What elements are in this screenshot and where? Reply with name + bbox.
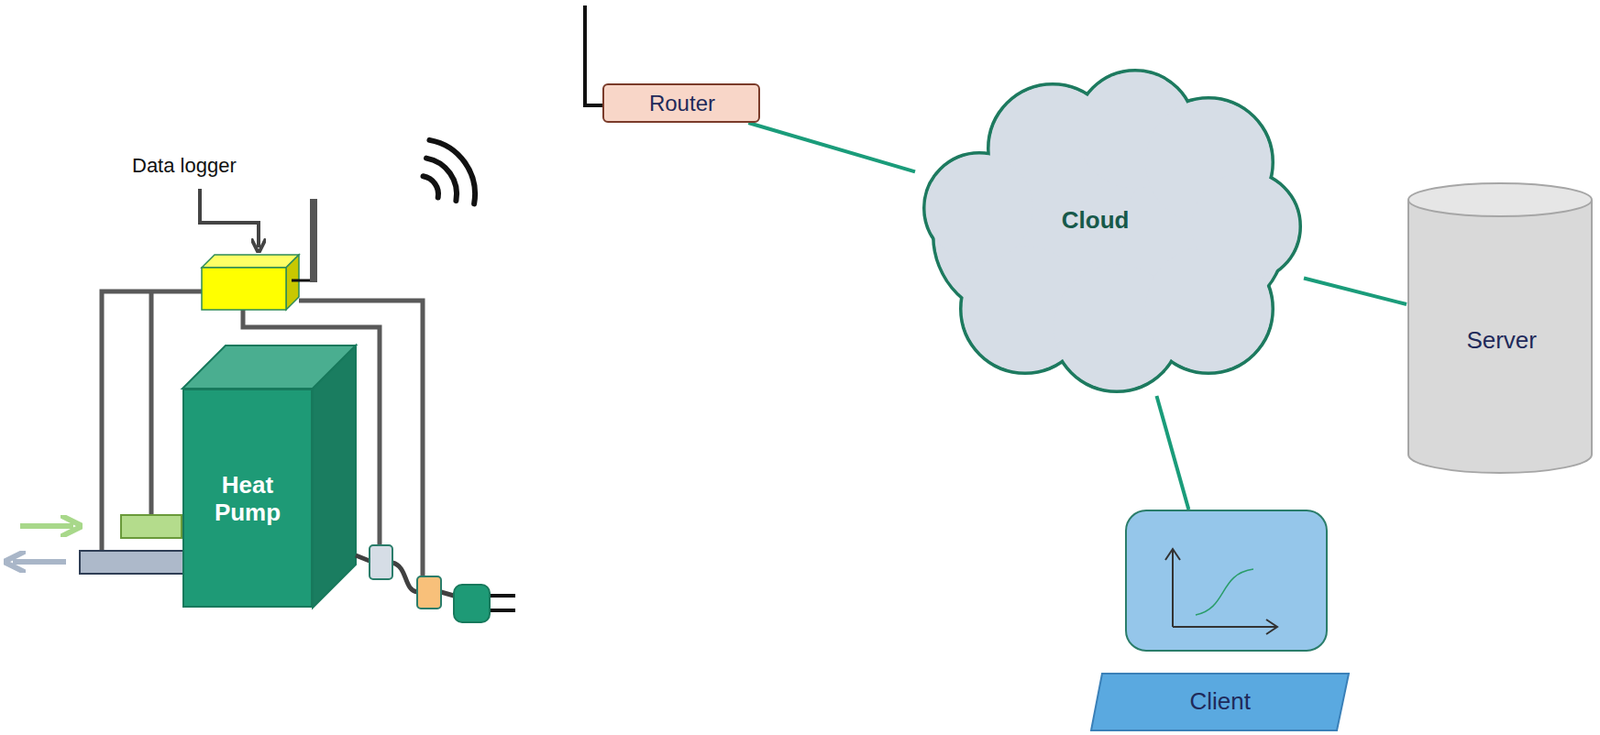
heat-pump-side: [312, 345, 356, 608]
node-label: Client: [1189, 688, 1252, 717]
flow-out-arrow: [12, 559, 67, 565]
network-link: [1156, 396, 1189, 510]
logger-antenna: [309, 198, 318, 283]
wireless-symbol: [423, 140, 476, 205]
cloud-fill: [1191, 173, 1300, 281]
current-sensor: [369, 545, 393, 580]
cylinder-top: [1408, 183, 1592, 217]
router-antenna: [584, 5, 603, 106]
pipe: [79, 551, 184, 574]
client-computer: Client: [1090, 509, 1350, 732]
logger-side: [286, 254, 299, 310]
plug-prong: [487, 608, 516, 613]
cylinder-body: [1408, 199, 1592, 474]
logger-top: [201, 254, 299, 268]
flow-in-arrow: [20, 523, 74, 530]
node-label: Router: [648, 90, 717, 117]
node-label: Server: [1466, 327, 1538, 355]
part-label: Data logger: [132, 154, 237, 178]
energy-meter: [417, 576, 442, 609]
cloud-fill: [926, 154, 1034, 263]
node-label: Cloud: [1060, 207, 1130, 235]
heat-pump-box: Heat Pump: [182, 388, 313, 608]
network-link: [748, 122, 916, 172]
node-label: Heat Pump: [196, 472, 299, 528]
temperature-sensor: [121, 515, 182, 539]
router-box: Router: [602, 83, 761, 123]
network-link: [1303, 277, 1407, 305]
chart-curve: [1195, 569, 1254, 616]
keyboard: [1091, 673, 1349, 731]
monitor: [1125, 510, 1327, 652]
data-logger-box: [201, 267, 287, 310]
power-plug: [453, 584, 490, 623]
plug-prong: [487, 594, 516, 598]
server-cylinder: Server: [1406, 181, 1594, 475]
cloud-shape: Cloud: [915, 61, 1304, 397]
chart-axes: [1165, 549, 1278, 635]
leader-arrow: [199, 188, 259, 248]
